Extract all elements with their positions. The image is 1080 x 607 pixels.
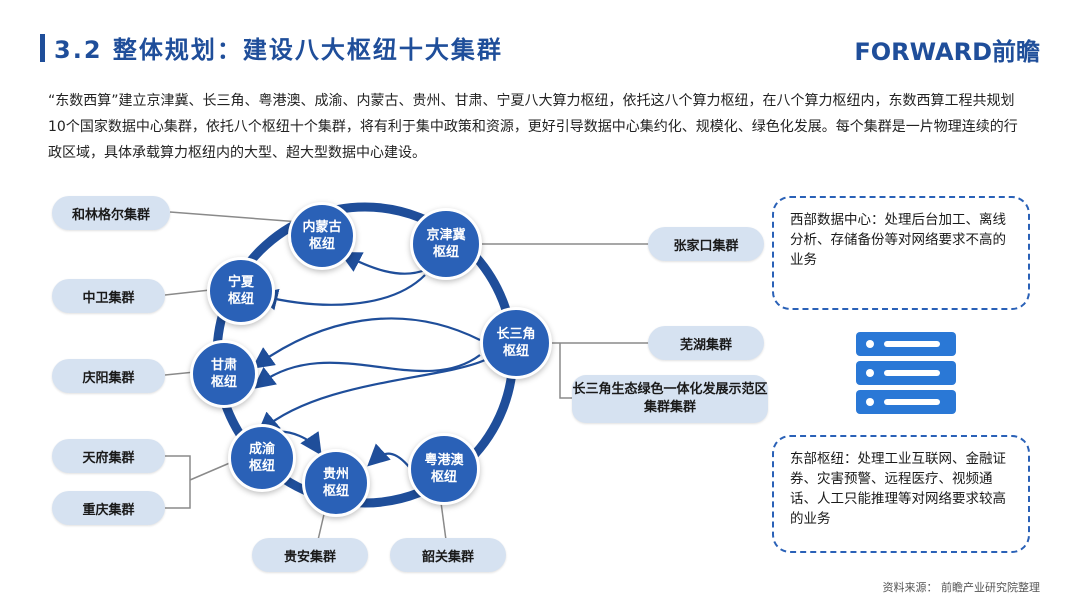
hub-ningxia: 宁夏 枢纽 bbox=[207, 257, 275, 325]
cluster-changsanjiao-demo: 长三角生态绿色一体化发展示范区集群集群 bbox=[572, 375, 768, 423]
hub-jingjinji: 京津冀 枢纽 bbox=[410, 208, 482, 280]
cluster-helingeer: 和林格尔集群 bbox=[52, 196, 170, 230]
cluster-chongqing: 重庆集群 bbox=[52, 491, 165, 525]
arrow-ygo-gz bbox=[367, 443, 411, 469]
hub-yuegangao: 粤港澳 枢纽 bbox=[408, 433, 480, 505]
cluster-zhongwei: 中卫集群 bbox=[52, 279, 165, 313]
connector-helingeer bbox=[169, 211, 301, 223]
cluster-qingyang: 庆阳集群 bbox=[52, 359, 165, 393]
cluster-tianfu: 天府集群 bbox=[52, 439, 165, 473]
intro-paragraph: “东数西算”建立京津冀、长三角、粤港澳、成渝、内蒙古、贵州、甘肃、宁夏八大算力枢… bbox=[48, 93, 1018, 161]
hub-neimenggu: 内蒙古 枢纽 bbox=[288, 202, 356, 270]
cluster-wuhu: 芜湖集群 bbox=[648, 326, 764, 360]
info-west: 西部数据中心：处理后台加工、离线分析、存储备份等对网络要求不高的业务 bbox=[772, 196, 1030, 310]
hub-guizhou: 贵州 枢纽 bbox=[302, 449, 370, 517]
arrow-csj-gs bbox=[251, 317, 481, 369]
hub-gansu: 甘肃 枢纽 bbox=[190, 340, 258, 408]
arrow-csj-cy bbox=[256, 358, 486, 435]
hub-changsanjiao: 长三角 枢纽 bbox=[480, 307, 552, 379]
info-east: 东部枢纽：处理工业互联网、金融证券、灾害预警、远程医疗、视频通话、人工只能推理等… bbox=[772, 435, 1030, 553]
server-icon bbox=[856, 332, 956, 419]
cluster-zhangjiakou: 张家口集群 bbox=[648, 227, 764, 261]
arrow-csj-gs-2 bbox=[252, 354, 481, 390]
arrow-jjj-nmg bbox=[339, 251, 426, 275]
title-accent-bar bbox=[40, 34, 45, 62]
arrow-jjj-nx bbox=[255, 274, 426, 311]
source-note: 资料来源： 前瞻产业研究院整理 bbox=[882, 581, 1041, 594]
page-title: 3.2 整体规划：建设八大枢纽十大集群 bbox=[54, 36, 503, 64]
connector-zhongwei bbox=[164, 289, 211, 296]
connector-chengyu-clusters bbox=[165, 455, 233, 509]
cluster-guian: 贵安集群 bbox=[252, 538, 368, 572]
brand-logo: FORWARD前瞻 bbox=[854, 38, 1040, 66]
connector-changsanjiao-demo bbox=[559, 343, 575, 399]
hub-chengyu: 成渝 枢纽 bbox=[228, 424, 296, 492]
cluster-shaoguan: 韶关集群 bbox=[390, 538, 506, 572]
